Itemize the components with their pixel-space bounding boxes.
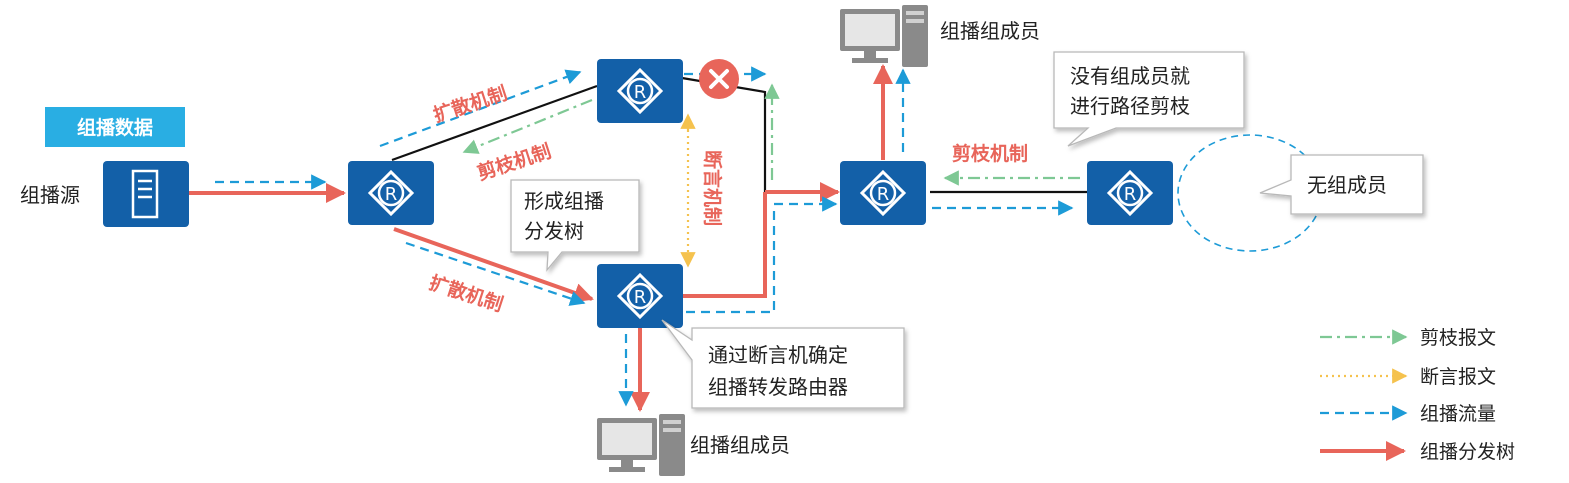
- callout-assert-line2: 组播转发路由器: [708, 375, 848, 399]
- callout-tree-line2: 分发树: [524, 219, 584, 243]
- legend-item-tree: 组播分发树: [1320, 441, 1515, 463]
- callout-assert: [661, 319, 905, 409]
- pc-icon: [597, 414, 685, 476]
- distribution-tree: [189, 64, 893, 412]
- callout-no-member-text: 无组成员: [1307, 173, 1387, 197]
- flood-mechanism-label: 扩散机制: [430, 81, 509, 126]
- legend: 剪枝报文 断言报文 组播流量 组播分发树: [1320, 327, 1515, 463]
- multicast-data-badge: 组播数据: [45, 107, 185, 147]
- member-label-bottom: 组播组成员: [690, 433, 790, 457]
- callout-tree: [510, 179, 640, 272]
- block-x-icon: [699, 59, 739, 99]
- source-label: 组播源: [20, 183, 80, 207]
- server-icon: [103, 161, 189, 227]
- router-icon: R: [595, 57, 685, 125]
- member-label-top: 组播组成员: [940, 19, 1040, 43]
- prune-mechanism-label: 剪枝机制: [952, 142, 1028, 165]
- router-glyph: R: [634, 287, 647, 308]
- badge-label: 组播数据: [77, 116, 153, 139]
- legend-label: 组播流量: [1420, 403, 1496, 425]
- callout-prune-line2: 进行路径剪枝: [1070, 94, 1190, 118]
- callout-prune: [1053, 51, 1245, 147]
- multicast-traffic: [215, 66, 1074, 407]
- callout-prune-line1: 没有组成员就: [1070, 64, 1190, 88]
- router-glyph: R: [634, 82, 647, 103]
- callout-no-member: [1259, 154, 1424, 215]
- legend-item-assert: 断言报文: [1320, 366, 1496, 388]
- legend-label: 组播分发树: [1420, 441, 1515, 463]
- legend-item-traffic: 组播流量: [1320, 403, 1496, 425]
- pc-icon: [840, 5, 928, 67]
- router-icon: R: [595, 262, 685, 330]
- router-icon: R: [346, 159, 436, 227]
- router-glyph: R: [877, 184, 890, 205]
- flood-mechanism-label: 扩散机制: [426, 271, 505, 316]
- prune-mechanism-label: 剪枝机制: [474, 139, 553, 184]
- callout-assert-line1: 通过断言机确定: [708, 343, 848, 367]
- prune-messages: [462, 83, 1080, 186]
- assert-mechanism-label: 断言机制: [701, 150, 724, 226]
- callout-tree-line1: 形成组播: [524, 189, 604, 213]
- legend-label: 断言报文: [1420, 366, 1496, 388]
- router-icon: R: [838, 159, 928, 227]
- router-glyph: R: [385, 184, 398, 205]
- router-icon: R: [1085, 159, 1175, 227]
- router-glyph: R: [1124, 184, 1137, 205]
- legend-label: 剪枝报文: [1420, 327, 1496, 349]
- legend-item-prune: 剪枝报文: [1320, 327, 1496, 349]
